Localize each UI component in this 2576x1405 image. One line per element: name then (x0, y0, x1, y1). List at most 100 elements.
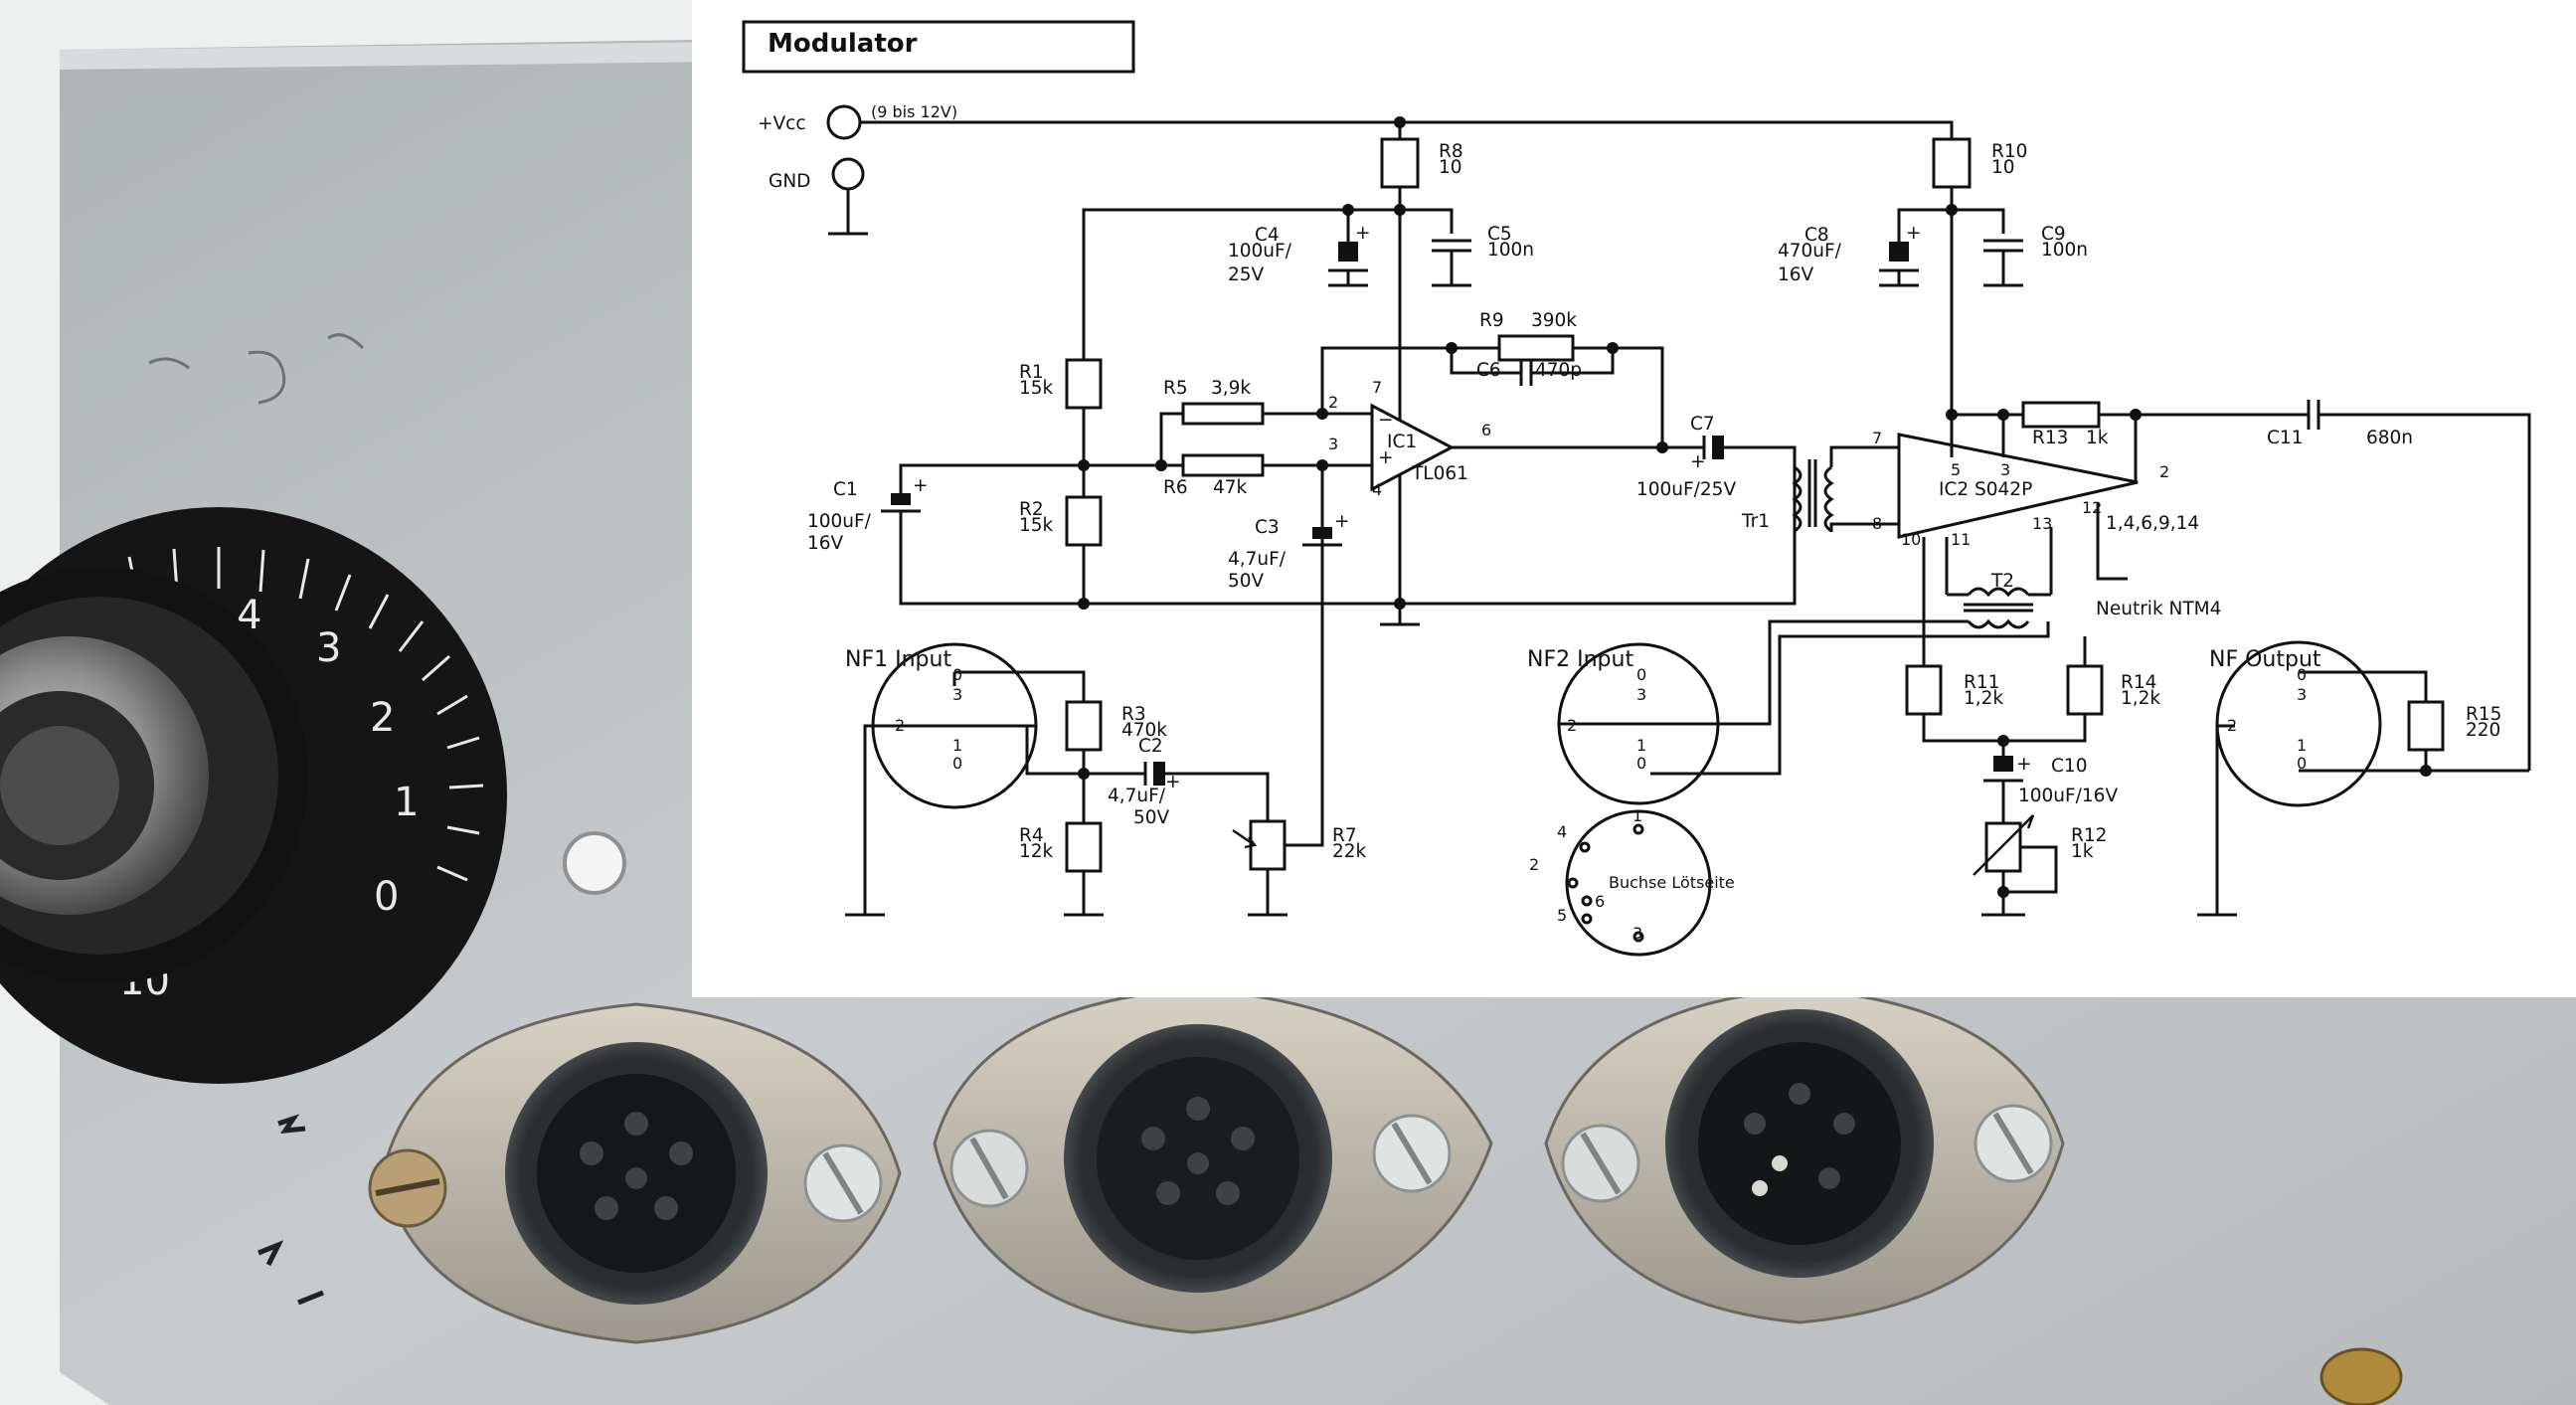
r11-name: R11 (1964, 672, 1999, 693)
socket-label: Buchse Lötseite (1609, 873, 1735, 892)
socket-pin-1: 1 (1632, 806, 1642, 825)
r2-name: R2 (1019, 499, 1044, 520)
ic1-pin-7: 7 (1372, 378, 1382, 397)
r3-value: 470k (1121, 720, 1167, 741)
nfout-pin-3: 3 (2297, 685, 2307, 704)
svg-text:+: + (1355, 223, 1371, 244)
ic2-pin-11: 11 (1951, 530, 1971, 549)
resistor-r2 (1065, 495, 1103, 547)
cap-c8 (1889, 242, 1909, 262)
r12-value: 1k (2071, 841, 2094, 862)
gnd-label: GND (769, 171, 810, 192)
c8-name: C8 (1804, 225, 1829, 246)
c10-value: 100uF/16V (2018, 786, 2118, 806)
din-socket-3 (1544, 987, 2065, 1324)
c3-name: C3 (1255, 517, 1280, 538)
r11-value: 1,2k (1964, 688, 2003, 709)
nf2-pin-1: 1 (1636, 736, 1646, 755)
c11-value: 680n (2366, 428, 2413, 448)
cap-c4 (1338, 242, 1358, 262)
vcc-note: (9 bis 12V) (871, 102, 957, 121)
resistor-r11 (1905, 664, 1943, 716)
ic2-pin-10: 10 (1901, 530, 1921, 549)
c9-name: C9 (2041, 224, 2066, 245)
nf2-pin-3: 3 (1636, 685, 1646, 704)
r1-name: R1 (1019, 362, 1044, 383)
c2-name: C2 (1138, 736, 1163, 757)
r7-name: R7 (1332, 825, 1357, 846)
socket-solder-side (1565, 809, 1712, 957)
ic2-pin-13: 13 (2032, 514, 2052, 533)
r8-value: 10 (1439, 157, 1462, 178)
r4-value: 12k (1019, 841, 1054, 862)
svg-text:+: + (1334, 511, 1350, 532)
nf2-pin-2: 2 (1567, 716, 1577, 735)
c2-voltage: 50V (1133, 807, 1170, 828)
r14-name: R14 (2121, 672, 2156, 693)
c1-name: C1 (833, 479, 858, 500)
nf2-pin-0-bottom: 0 (1636, 754, 1646, 773)
ic1-pin-3: 3 (1328, 435, 1338, 453)
ic1-name: IC1 (1387, 432, 1417, 452)
tr1-label: Tr1 (1741, 511, 1770, 532)
c3-value: 4,7uF/ (1228, 549, 1287, 570)
brass-screw (2319, 1347, 2403, 1405)
c5-value: 100n (1487, 240, 1534, 261)
c9-value: 100n (2041, 240, 2088, 261)
r13-name: R13 (2032, 428, 2068, 448)
r12-name: R12 (2071, 825, 2107, 846)
resistor-r9 (1497, 334, 1575, 362)
c7-name: C7 (1690, 414, 1715, 435)
nf1-pin-2: 2 (895, 716, 905, 735)
schematic-title: Modulator (768, 29, 918, 59)
socket-pin-3: 3 (1632, 924, 1642, 943)
socket-pin-4: 4 (1557, 822, 1567, 841)
c1-value: 100uF/ (807, 511, 872, 532)
c8-voltage: 16V (1778, 264, 1814, 285)
r5-name: R5 (1163, 378, 1188, 399)
nfout-pin-0-bottom: 0 (2297, 754, 2307, 773)
mounting-hole (563, 831, 626, 895)
resistor-r3 (1065, 700, 1103, 752)
nfout-pin-1: 1 (2297, 736, 2307, 755)
svg-text:+: + (1906, 223, 1922, 244)
tuning-knob[interactable] (0, 567, 308, 984)
resistor-r13 (2021, 401, 2101, 429)
nf1-pin-1: 1 (952, 736, 962, 755)
r1-value: 15k (1019, 378, 1054, 399)
neutrik-label: Neutrik NTM4 (2096, 599, 2221, 619)
r2-value: 15k (1019, 515, 1054, 536)
cap-c7 (1712, 436, 1724, 459)
r5-value: 3,9k (1211, 378, 1251, 399)
r14-value: 1,2k (2121, 688, 2160, 709)
nfout-label: NF Output (2209, 647, 2321, 672)
ic2-pin-7: 7 (1872, 429, 1882, 447)
r7-value: 22k (1332, 841, 1367, 862)
r8-name: R8 (1439, 141, 1463, 162)
cap-c1 (891, 493, 911, 505)
din-socket-1 (368, 1002, 902, 1344)
c6-name: C6 (1476, 360, 1501, 381)
nf-output-connector[interactable] (2215, 640, 2382, 807)
ic2-pin-2: 2 (2159, 462, 2169, 481)
ic2-gnd-pins: 1,4,6,9,14 (2106, 513, 2199, 534)
c8-value: 470uF/ (1778, 241, 1842, 262)
resistor-r4 (1065, 821, 1103, 873)
r13-value: 1k (2086, 428, 2109, 448)
resistor-r6 (1181, 453, 1265, 477)
r9-name: R9 (1479, 310, 1504, 331)
schematic-paper (692, 0, 2576, 997)
socket-pin-6: 6 (1595, 892, 1605, 911)
c11-name: C11 (2267, 428, 2303, 448)
nf1-pin-3: 3 (952, 685, 962, 704)
cap-c10 (1993, 756, 2013, 772)
transformer-t2 (1964, 587, 2033, 629)
dial-number-0: 0 (374, 874, 399, 920)
r6-value: 47k (1213, 477, 1248, 498)
socket-pin-5: 5 (1557, 906, 1567, 925)
resistor-r1 (1065, 358, 1103, 410)
potentiometer-r12 (1984, 821, 2022, 873)
ic1-pin-6: 6 (1481, 421, 1491, 439)
transformer-tr1 (1792, 459, 1834, 533)
t2-label: T2 (1990, 571, 2014, 592)
